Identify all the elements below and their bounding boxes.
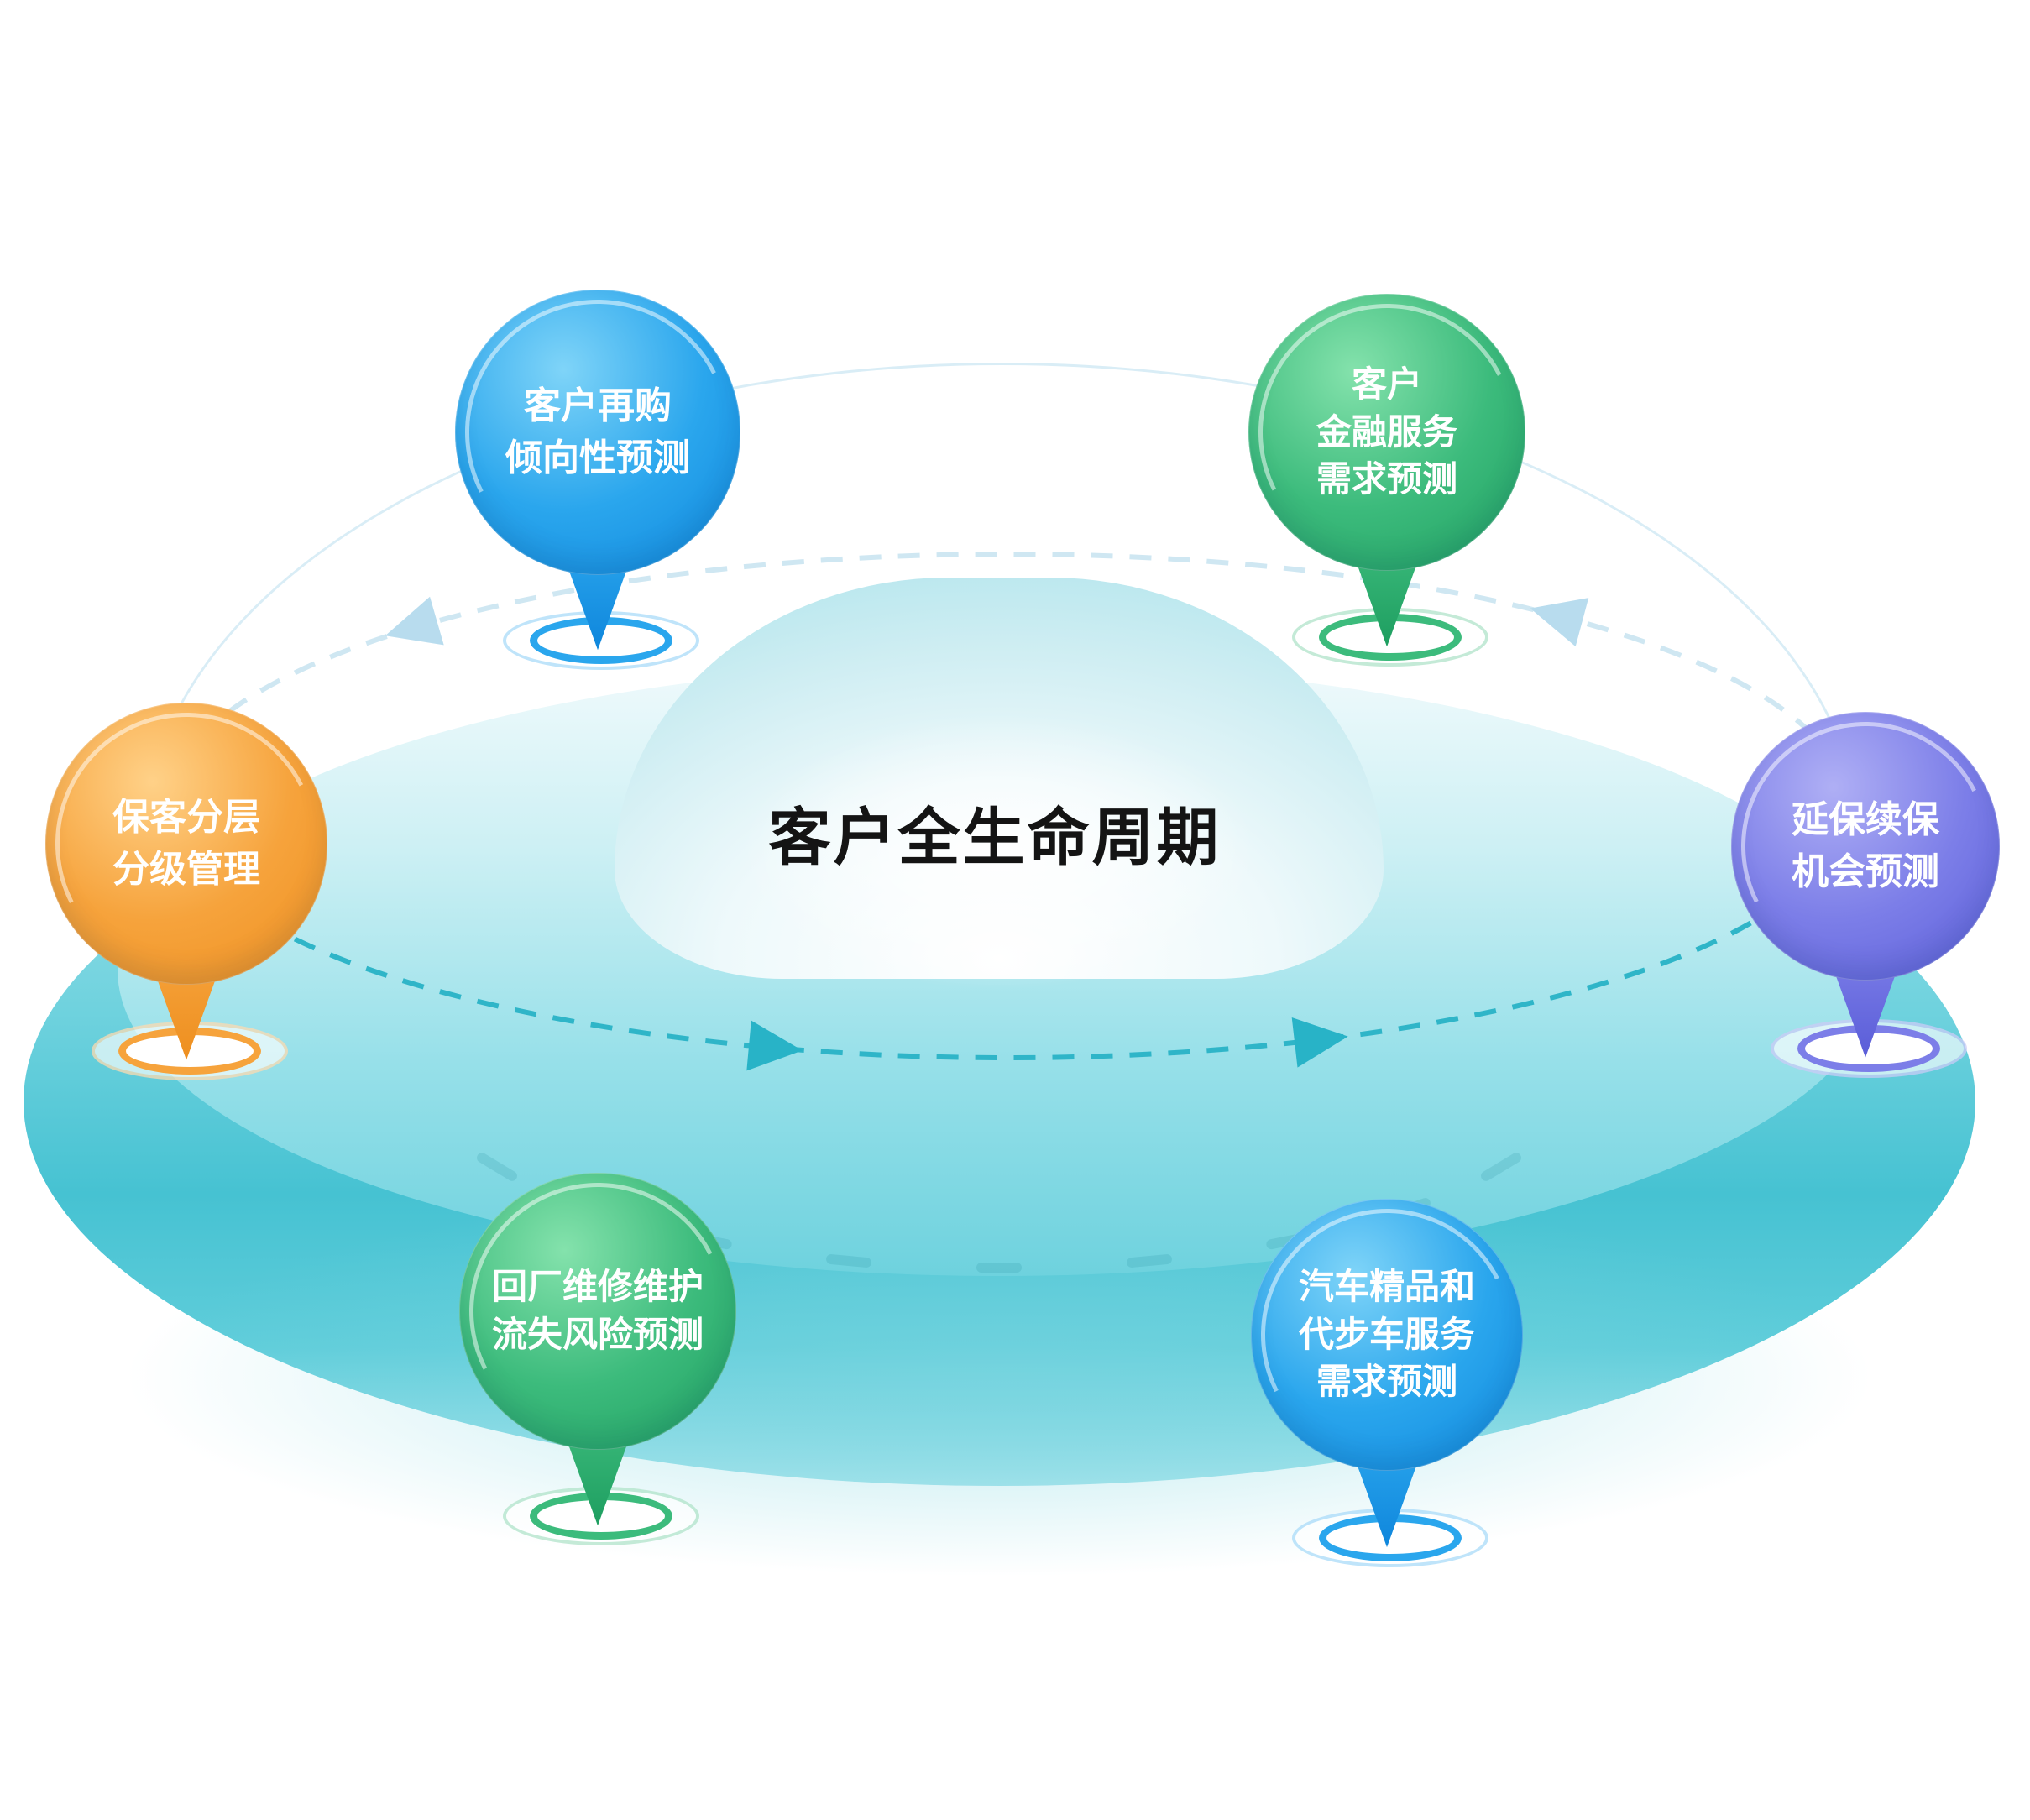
node-label: 回厂维修维护 流失风险预测 (492, 1263, 704, 1358)
node-retained-customer-tiered-management: 保客分层 分级管理 (45, 703, 327, 1080)
node-label: 延保续保 机会预测 (1792, 794, 1939, 899)
diagram-title: 客户全生命周期 (768, 803, 1222, 872)
node-label-line: 客户再购 (524, 384, 672, 426)
node-accessories-courtesy-car-service-demand: 汽车精品和 代步车服务 需求预测 (1251, 1199, 1523, 1568)
node-customer-financial-service-demand: 客户 金融服务 需求预测 (1248, 294, 1525, 667)
pin-circle: 汽车精品和 代步车服务 需求预测 (1251, 1199, 1523, 1471)
node-label-line: 客户 (1351, 363, 1422, 404)
node-label-line: 保客分层 (112, 796, 260, 838)
pin-base-ring (503, 611, 699, 671)
orbit-arrow-right-icon (746, 1020, 803, 1071)
pin-circle: 客户再购 倾向性预测 (455, 290, 740, 575)
node-label: 客户再购 倾向性预测 (505, 380, 690, 485)
node-label-line: 汽车精品和 (1298, 1266, 1475, 1306)
pin-circle: 延保续保 机会预测 (1731, 712, 2000, 981)
orbit-arrow-left-icon (1530, 598, 1589, 647)
node-label-line: 需求预测 (1316, 459, 1457, 499)
orbit-arrow-right-icon (1291, 1017, 1348, 1068)
orbit-dashed-top-arc (165, 552, 1849, 807)
node-label-line: 倾向性预测 (505, 437, 690, 479)
pin-base-inner-ring (530, 617, 672, 665)
node-label-line: 延保续保 (1792, 798, 1939, 840)
center-dome-highlight (739, 714, 1259, 991)
node-label: 客户 金融服务 需求预测 (1316, 361, 1457, 504)
node-label-line: 分级管理 (112, 849, 260, 890)
node-label-line: 回厂维修维护 (491, 1267, 704, 1307)
node-label: 保客分层 分级管理 (112, 792, 260, 897)
orbit-arrow-left-icon (385, 596, 444, 646)
pin-circle: 保客分层 分级管理 (45, 703, 327, 985)
pin-circle: 回厂维修维护 流失风险预测 (459, 1173, 736, 1450)
node-label-line: 金融服务 (1316, 411, 1457, 452)
node-customer-repurchase-propensity: 客户再购 倾向性预测 (455, 290, 740, 671)
node-label-line: 流失风险预测 (491, 1315, 704, 1354)
node-label-line: 机会预测 (1792, 851, 1939, 892)
pin-circle: 客户 金融服务 需求预测 (1248, 294, 1525, 571)
node-service-return-churn-risk: 回厂维修维护 流失风险预测 (459, 1173, 736, 1546)
node-label-line: 需求预测 (1316, 1362, 1457, 1402)
pin-base-ring (1292, 608, 1488, 667)
node-label-line: 代步车服务 (1298, 1314, 1475, 1354)
node-label: 汽车精品和 代步车服务 需求预测 (1299, 1263, 1475, 1406)
node-extended-warranty-renewal-opportunity: 延保续保 机会预测 (1731, 712, 2000, 1078)
